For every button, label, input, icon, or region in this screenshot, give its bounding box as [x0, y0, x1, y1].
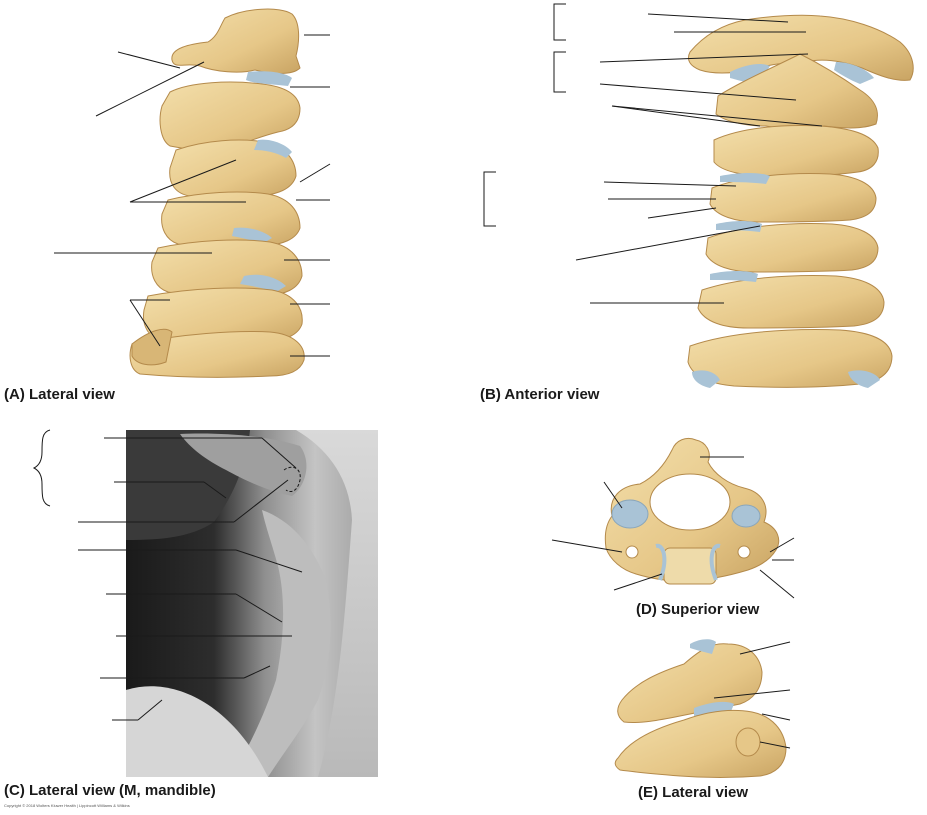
- c3-vertebra: [713, 125, 879, 177]
- atlas-vertebra: [171, 8, 301, 74]
- lower-vertebra-lateral: [614, 709, 787, 778]
- xray-cervical-column: [230, 510, 331, 777]
- cartilage-disc: [692, 370, 720, 388]
- cartilage-disc: [240, 274, 286, 292]
- superior-articular-facet-right: [731, 504, 761, 528]
- cartilage-disc: [720, 173, 770, 184]
- cartilage-disc: [690, 639, 716, 654]
- panel-e-leader-lines: [713, 641, 791, 749]
- axis-vertebra: [715, 53, 878, 130]
- caption-panel-e: (E) Lateral view: [638, 784, 749, 801]
- xray-shoulder: [126, 686, 268, 777]
- xray-dens-outline: [283, 466, 301, 493]
- transverse-foramen-left: [625, 545, 639, 559]
- copyright-notice: Copyright © 2018 Wolters Kluwer Health |…: [4, 803, 130, 808]
- caption-panel-d: (D) Superior view: [636, 601, 760, 618]
- caption-panel-c: (C) Lateral view (M, mandible): [4, 782, 216, 799]
- cartilage-disc: [254, 139, 292, 158]
- cartilage-disc: [246, 71, 292, 86]
- superior-articular-facet-left: [611, 499, 649, 529]
- c3-vertebra: [169, 139, 297, 200]
- cartilage-disc: [716, 221, 762, 232]
- xray-soft-tissue: [296, 430, 378, 777]
- panel-a-lateral-spine: [129, 8, 305, 378]
- c7-vertebra: [129, 331, 305, 378]
- caption-panel-b: (B) Anterior view: [480, 386, 600, 403]
- panel-b-anterior-spine: [687, 14, 914, 388]
- vertebral-body-superior: [663, 547, 717, 585]
- c5-vertebra: [705, 223, 879, 273]
- cartilage-disc: [848, 370, 880, 388]
- panel-b-leader-lines: [483, 3, 823, 304]
- panel-d-leader-lines: [551, 456, 795, 599]
- panel-e-lateral-vertebrae: [614, 639, 787, 778]
- articular-process-lateral: [735, 727, 761, 757]
- panel-a-leader-lines: [54, 34, 331, 357]
- axis-vertebra: [159, 81, 301, 151]
- uncinate-process-left: [655, 543, 667, 581]
- cartilage-disc: [834, 62, 874, 84]
- vertebral-foramen: [649, 473, 731, 531]
- caption-panel-a: (A) Lateral view: [4, 386, 115, 403]
- panel-c-leader-lines: [32, 429, 303, 721]
- spinous-process: [131, 328, 173, 366]
- cartilage-disc: [232, 227, 272, 244]
- transverse-foramen-right: [737, 545, 751, 559]
- c6-vertebra: [697, 275, 885, 329]
- cartilage-disc: [710, 271, 758, 282]
- panel-d-superior-vertebra: [604, 437, 780, 585]
- uncinate-process-right: [709, 543, 721, 581]
- c7-vertebra: [687, 329, 893, 388]
